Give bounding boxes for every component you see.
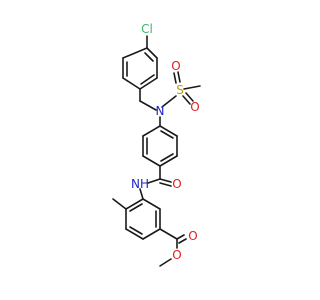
bond: [185, 92, 194, 102]
bond: [177, 71, 181, 83]
sulfonyl-oxygen-right-label: O: [190, 100, 199, 114]
bond: [122, 77, 141, 90]
bond: [142, 228, 161, 240]
bond: [159, 155, 178, 167]
bond: [159, 228, 178, 240]
bond: [176, 234, 185, 240]
bond: [129, 203, 143, 212]
bond: [173, 72, 177, 84]
bond: [142, 125, 161, 137]
bond: [159, 182, 172, 187]
bond: [122, 47, 148, 59]
bond: [142, 198, 161, 210]
ester-carbonyl-oxygen-label: O: [188, 229, 197, 243]
bond: [139, 77, 158, 90]
sulfur-label: S: [176, 83, 184, 97]
bond: [125, 228, 144, 240]
structure-svg: Cl N S O O NH O O O: [112, 22, 201, 267]
bonds: [112, 35, 201, 267]
bond: [140, 74, 155, 85]
bond: [160, 130, 174, 139]
bond: [183, 85, 201, 90]
sulfonyl-oxygen-top-label: O: [171, 59, 180, 73]
bond: [160, 153, 174, 162]
bond: [139, 100, 157, 111]
ester-ether-oxygen-label: O: [172, 248, 181, 262]
bond: [112, 198, 127, 210]
bond: [129, 226, 143, 235]
bond: [178, 238, 187, 244]
bond: [146, 47, 158, 59]
amide-nh-label: NH: [131, 177, 149, 191]
bond: [144, 52, 154, 62]
molecule-diagram: Cl N S O O NH O O O: [112, 22, 201, 267]
atom-labels: Cl N S O O NH O O O: [131, 22, 200, 262]
bond: [142, 155, 161, 167]
sulfonamide-nitrogen-label: N: [156, 104, 165, 118]
amide-oxygen-label: O: [172, 177, 181, 191]
bond: [147, 178, 161, 184]
bond: [182, 95, 191, 105]
bond: [159, 125, 178, 137]
chlorine-label: Cl: [141, 22, 153, 36]
bond: [161, 95, 177, 108]
bond: [159, 178, 172, 183]
bond: [139, 188, 144, 200]
bond: [125, 198, 144, 210]
bond: [159, 258, 172, 267]
